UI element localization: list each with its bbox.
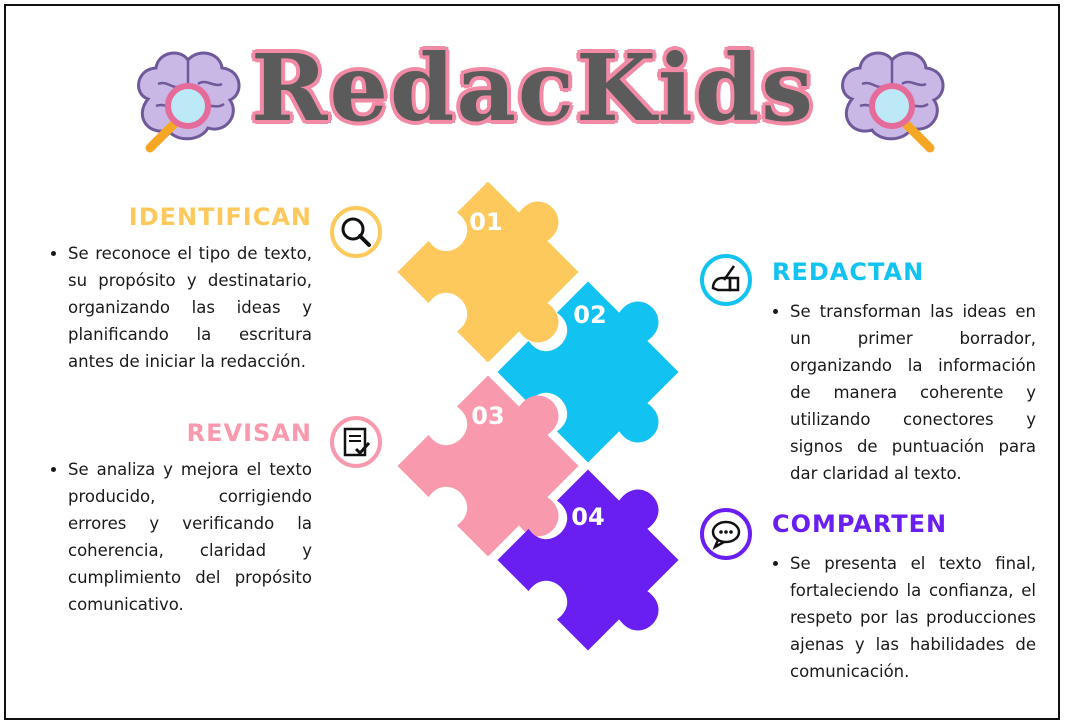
puzzle-piece-04 xyxy=(497,469,679,651)
page-title: RedacKids xyxy=(251,34,815,142)
checklist-icon xyxy=(343,427,371,457)
comparten-description: Se presenta el texto final, fortaleciend… xyxy=(772,550,1036,685)
puzzle-piece-03 xyxy=(397,375,579,557)
brain-magnifier-icon xyxy=(137,51,241,153)
comparten-icon-circle xyxy=(700,508,752,560)
identifican-icon-circle xyxy=(330,206,382,258)
puzzle-piece-shape xyxy=(397,375,579,557)
revisan-text: Se analiza y mejora el texto producido, … xyxy=(68,456,312,618)
brain-magnifier-icon xyxy=(841,51,945,153)
revisan-icon-circle xyxy=(330,416,382,468)
identifican-text: Se reconoce el tipo de texto, su propósi… xyxy=(68,240,312,375)
puzzle-piece-02 xyxy=(497,281,679,463)
puzzle-piece-shape xyxy=(397,181,579,363)
redactan-text: Se transforman las ideas en un primer bo… xyxy=(790,298,1036,487)
speech-bubbles-icon xyxy=(711,520,741,550)
revisan-description: Se analiza y mejora el texto producido, … xyxy=(50,456,312,618)
puzzle-piece-shape xyxy=(497,469,679,651)
comparten-text: Se presenta el texto final, fortaleciend… xyxy=(790,550,1036,685)
identifican-description: Se reconoce el tipo de texto, su propósi… xyxy=(50,240,312,375)
magnifier-icon xyxy=(341,217,371,247)
hand-writing-icon xyxy=(711,265,740,292)
redactan-description: Se transforman las ideas en un primer bo… xyxy=(772,298,1036,487)
puzzle-number-02: 02 xyxy=(573,301,606,329)
identifican-heading: IDENTIFICAN xyxy=(128,203,312,231)
redactan-heading: REDACTAN xyxy=(772,258,925,286)
puzzle-number-01: 01 xyxy=(469,208,502,236)
comparten-heading: COMPARTEN xyxy=(772,510,948,538)
puzzle-number-04: 04 xyxy=(571,503,604,531)
redactan-icon-circle xyxy=(700,254,752,306)
puzzle-number-03: 03 xyxy=(471,402,504,430)
revisan-heading: REVISAN xyxy=(186,419,312,447)
puzzle-piece-shape xyxy=(497,281,679,463)
puzzle-piece-01 xyxy=(397,181,579,363)
